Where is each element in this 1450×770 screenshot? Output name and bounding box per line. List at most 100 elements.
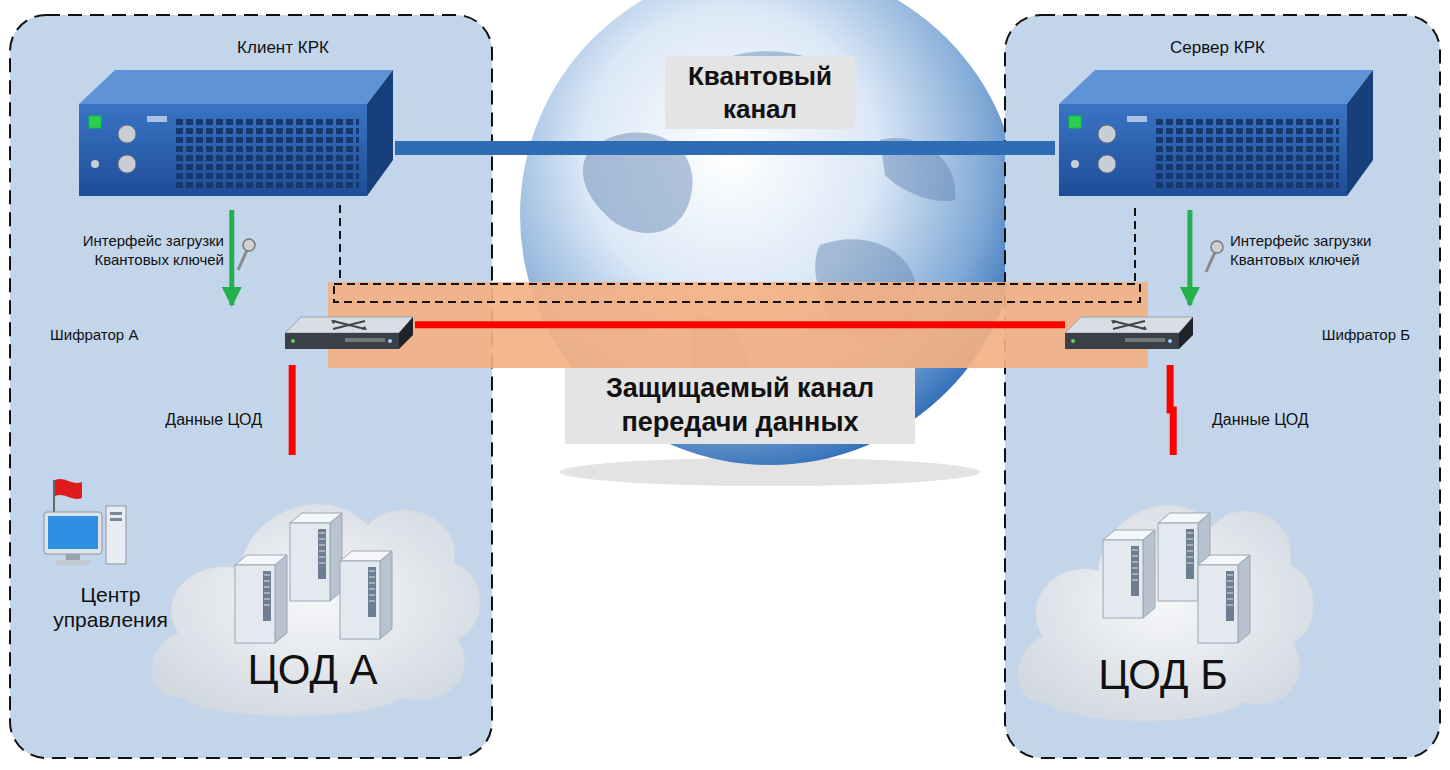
dashed-service-link bbox=[1134, 208, 1136, 284]
qkd-server-device bbox=[1098, 125, 1116, 143]
qkd-server-device bbox=[1155, 116, 1339, 188]
qkd-client-device bbox=[118, 155, 136, 173]
edge-label: Квантовый канал bbox=[665, 56, 855, 129]
qkd-client-device bbox=[91, 160, 99, 168]
data-center-cloud bbox=[1198, 565, 1238, 643]
qkd-server-device bbox=[1069, 116, 1081, 128]
encryptor-box bbox=[1179, 317, 1193, 349]
data-center-cloud bbox=[1238, 555, 1250, 643]
site-panel bbox=[10, 15, 1440, 758]
qkd-client-device bbox=[367, 70, 393, 196]
encryptor-box bbox=[1065, 317, 1193, 333]
encryptor-box bbox=[1125, 338, 1165, 342]
key-icon bbox=[1211, 241, 1223, 253]
node-label: Клиент КРК bbox=[237, 38, 329, 58]
encryptor-box bbox=[1141, 326, 1147, 330]
data-center-cloud bbox=[235, 555, 287, 643]
edge-label: Интерфейс загрузки Квантовых ключей bbox=[1230, 232, 1425, 270]
encryptor-box bbox=[388, 339, 392, 343]
encryptor-box bbox=[331, 320, 337, 324]
node-label: Центр управления bbox=[36, 582, 186, 632]
data-center-cloud bbox=[1226, 571, 1234, 621]
encryptor-box bbox=[1111, 320, 1117, 324]
protected-band bbox=[328, 282, 1148, 368]
encryptor-box bbox=[285, 313, 415, 359]
dashed-service-link bbox=[339, 205, 341, 284]
data-center-cloud bbox=[380, 551, 392, 639]
connector bbox=[1170, 365, 1173, 455]
qkd-client-device bbox=[147, 116, 167, 122]
data-center-cloud bbox=[1131, 546, 1139, 596]
dashed-service-link bbox=[334, 284, 1140, 302]
data-center-cloud bbox=[1132, 550, 1138, 580]
edge-label: Данные ЦОД bbox=[112, 410, 262, 430]
qkd-client-device bbox=[118, 125, 136, 143]
qkd-server-device bbox=[1059, 104, 1347, 196]
encryptor-box bbox=[1113, 321, 1145, 329]
encryptor-box: Шифратор А bbox=[45, 305, 415, 365]
data-center-cloud bbox=[1158, 523, 1198, 601]
edge-label: Данные ЦОД bbox=[1212, 410, 1362, 430]
globe bbox=[520, 0, 1020, 465]
data-center-cloud bbox=[368, 567, 376, 617]
encryptor-box bbox=[1065, 313, 1195, 359]
site-panel bbox=[10, 15, 492, 758]
encryptor-box bbox=[361, 326, 367, 330]
connector bbox=[415, 321, 1065, 328]
qkd-server-device bbox=[1071, 160, 1079, 168]
control-center bbox=[110, 512, 122, 515]
data-center-cloud bbox=[290, 523, 330, 601]
qkd-server-device bbox=[1059, 70, 1373, 104]
encryptor-box bbox=[399, 317, 413, 349]
dashed-service-link bbox=[334, 205, 1140, 302]
key-icon bbox=[238, 239, 1223, 272]
encryptor-box bbox=[1168, 339, 1172, 343]
key-icon bbox=[243, 239, 255, 251]
control-center bbox=[56, 560, 90, 565]
control-center: Центр управления bbox=[28, 476, 193, 636]
data-center-cloud bbox=[1227, 575, 1233, 605]
data-center-cloud bbox=[319, 533, 325, 563]
data-center-cloud bbox=[1143, 530, 1155, 618]
site-panel bbox=[1005, 15, 1440, 758]
data-center-cloud bbox=[1018, 505, 1314, 721]
qkd-client-device bbox=[75, 64, 395, 209]
qkd-client-device bbox=[175, 116, 359, 188]
data-center-cloud bbox=[264, 575, 270, 605]
data-center-cloud bbox=[1198, 555, 1250, 643]
control-center bbox=[48, 516, 98, 549]
encryptor-box bbox=[1071, 339, 1075, 343]
control-center bbox=[55, 479, 82, 499]
connector bbox=[289, 365, 296, 455]
edge-label: Интерфейс загрузки Квантовых ключей bbox=[54, 232, 224, 270]
edge-label: Защищаемый канал передачи данных bbox=[565, 368, 915, 444]
qkd-server-device: Сервер КРК bbox=[1055, 38, 1380, 210]
encryptor-box: Шифратор Б bbox=[1065, 305, 1425, 365]
control-center bbox=[44, 512, 102, 554]
data-center-cloud bbox=[263, 571, 271, 621]
globe bbox=[520, 0, 1020, 486]
protected-band bbox=[328, 282, 1148, 368]
qkd-server-device bbox=[1347, 70, 1373, 196]
connector bbox=[395, 141, 1055, 155]
qkd-server-device bbox=[1127, 116, 1147, 122]
encryptor-box bbox=[1065, 333, 1179, 349]
data-center-cloud bbox=[290, 513, 342, 601]
data-center-cloud: ЦОД А bbox=[140, 455, 485, 725]
qkd-server-device bbox=[1055, 64, 1375, 209]
data-center-cloud bbox=[151, 504, 480, 716]
data-center-cloud bbox=[151, 504, 480, 716]
key-icon bbox=[1206, 250, 1216, 272]
qkd-client-device: Клиент КРК bbox=[75, 38, 395, 210]
key-icon bbox=[238, 248, 248, 270]
qkd-client-device bbox=[89, 116, 101, 128]
control-center bbox=[110, 518, 122, 521]
control-center bbox=[66, 554, 80, 560]
data-center-cloud bbox=[1103, 540, 1143, 618]
data-center-cloud bbox=[1186, 529, 1194, 579]
encryptor-box bbox=[285, 333, 399, 349]
node-label: ЦОД А bbox=[247, 645, 377, 695]
data-center-cloud bbox=[275, 555, 287, 643]
node-label: Шифратор А bbox=[50, 326, 138, 344]
